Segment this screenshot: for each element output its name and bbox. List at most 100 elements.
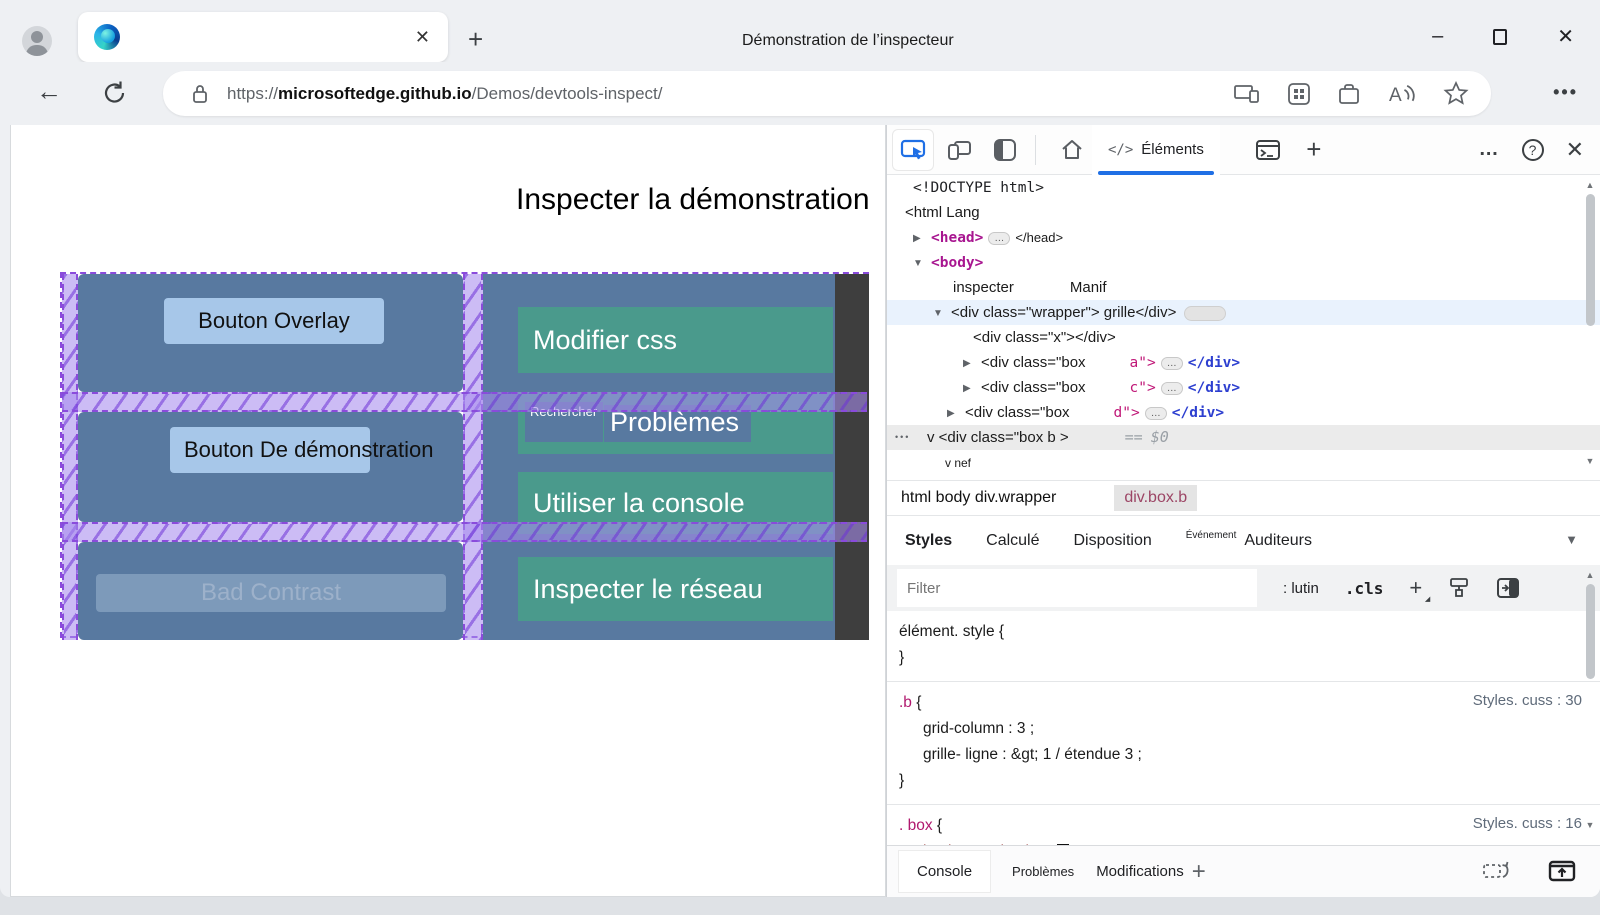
- tab-styles[interactable]: Styles: [905, 531, 953, 550]
- scroll-down-icon[interactable]: ▼: [1585, 456, 1595, 466]
- css-declaration[interactable]: background-color:#444;: [899, 839, 1600, 845]
- url-domain: microsoftedge.github.io: [278, 83, 472, 103]
- rule-b[interactable]: .b { Styles. cuss : 30 grid-column : 3 ;…: [887, 682, 1600, 805]
- read-aloud-icon[interactable]: A: [1387, 82, 1417, 106]
- help-icon[interactable]: ?: [1521, 138, 1544, 161]
- new-style-rule-button[interactable]: +: [1409, 575, 1430, 603]
- dom-row[interactable]: <html Lang: [887, 200, 1600, 225]
- styles-scrollbar[interactable]: ▲ ▼: [1582, 570, 1598, 840]
- add-tool-button[interactable]: +: [1306, 134, 1322, 164]
- titlebar: ✕ + Démonstration de l’inspecteur – ✕: [0, 0, 1600, 62]
- collapse-icon[interactable]: ▼: [933, 307, 943, 319]
- expand-icon[interactable]: ▶: [963, 382, 971, 394]
- apps-grid-icon[interactable]: [1287, 82, 1311, 106]
- collections-icon[interactable]: [1337, 82, 1361, 106]
- expand-icon[interactable]: ▶: [963, 357, 971, 369]
- toolbar-divider: [1035, 134, 1036, 165]
- rule-box[interactable]: . box { Styles. cuss : 16 background-col…: [887, 805, 1600, 845]
- brace: {: [932, 817, 943, 834]
- scroll-up-icon[interactable]: ▲: [1585, 180, 1595, 190]
- dom-scrollbar[interactable]: ▲ ▼: [1582, 180, 1598, 480]
- browser-tab[interactable]: ✕: [78, 12, 448, 62]
- styles-filter-input[interactable]: [897, 569, 1257, 607]
- tab-close-icon[interactable]: ✕: [414, 26, 430, 47]
- home-button[interactable]: [1052, 130, 1092, 170]
- breadcrumb-selected[interactable]: div.box.b: [1114, 485, 1198, 511]
- bad-contrast-button[interactable]: Bad Contrast: [96, 574, 446, 612]
- network-button[interactable]: Inspecter le réseau: [518, 557, 833, 621]
- settings-more-icon[interactable]: •••: [1553, 82, 1578, 102]
- close-window-button[interactable]: ✕: [1557, 26, 1574, 48]
- lock-icon: [193, 84, 207, 103]
- indent: [887, 266, 913, 267]
- console-tool-button[interactable]: [1248, 130, 1288, 170]
- ellipsis-pill-icon: …: [1144, 406, 1167, 420]
- profile-avatar[interactable]: [22, 26, 52, 56]
- device-refresh-icon[interactable]: [1482, 858, 1512, 884]
- color-swatch[interactable]: [1057, 844, 1070, 845]
- paint-format-icon[interactable]: [1448, 576, 1470, 600]
- dom-row[interactable]: v nef: [887, 450, 1600, 475]
- address-bar[interactable]: https://microsoftedge.github.io/Demos/de…: [163, 71, 1491, 116]
- new-tab-button[interactable]: +: [468, 24, 484, 54]
- scroll-thumb[interactable]: [1585, 584, 1595, 679]
- expand-icon[interactable]: ▶: [947, 407, 955, 419]
- class-toggle[interactable]: .cls: [1344, 578, 1384, 598]
- dom-row[interactable]: <!DOCTYPE html>: [887, 175, 1600, 200]
- maximize-button[interactable]: [1493, 28, 1508, 45]
- scroll-up-icon[interactable]: ▲: [1585, 570, 1595, 580]
- pseudo-state-toggle[interactable]: : lutin: [1283, 579, 1319, 597]
- stylesheet-link[interactable]: Styles. cuss : 16: [1472, 815, 1582, 832]
- close-devtools-button[interactable]: ✕: [1565, 136, 1584, 162]
- dom-row[interactable]: •••v <div class="box b >==$0: [887, 425, 1600, 450]
- back-button[interactable]: ←: [36, 76, 62, 106]
- open-drawer-icon[interactable]: [1548, 858, 1576, 884]
- drawer-tab-problmes[interactable]: Problèmes: [1012, 864, 1075, 879]
- dom-row[interactable]: ▼<body>: [887, 250, 1600, 275]
- drawer-tab-modifications[interactable]: Modifications: [1096, 863, 1184, 880]
- grid-gutter-row-2: [62, 522, 867, 542]
- css-declaration[interactable]: grille- ligne : &gt; 1 / étendue 3 ;: [923, 746, 1142, 763]
- edit-css-button[interactable]: Modifier css: [518, 307, 833, 373]
- devtools-more-icon[interactable]: …: [1478, 138, 1500, 160]
- overlay-button[interactable]: Bouton Overlay: [164, 298, 384, 344]
- tab-calcul[interactable]: Calculé: [986, 531, 1040, 549]
- breadcrumb-path[interactable]: html body div.wrapper: [901, 489, 1057, 506]
- tab-disposition[interactable]: Disposition: [1073, 531, 1152, 549]
- box-a: Bouton Overlay: [78, 274, 463, 392]
- dock-side-button[interactable]: [985, 130, 1025, 170]
- dom-row[interactable]: ▶<head>…</head>: [887, 225, 1600, 250]
- css-declaration[interactable]: grid-column : 3 ;: [923, 720, 1035, 737]
- scroll-down-icon[interactable]: ▼: [1585, 820, 1595, 830]
- indent: [887, 391, 963, 392]
- tab-auditeurs[interactable]: Auditeurs: [1244, 531, 1312, 549]
- inspect-element-button[interactable]: [893, 129, 933, 170]
- devices-icon[interactable]: [1233, 82, 1261, 106]
- demo-button[interactable]: Bouton De démonstration: [170, 427, 434, 473]
- scroll-thumb[interactable]: [1585, 194, 1595, 326]
- tab-vnement[interactable]: Événement: [1185, 530, 1237, 541]
- more-actions-icon[interactable]: •••: [895, 432, 911, 442]
- dom-row[interactable]: ▼<div class="wrapper"> grille</div>: [887, 300, 1600, 325]
- refresh-button[interactable]: [100, 78, 130, 108]
- indent: [887, 466, 945, 467]
- computed-sidebar-toggle-icon[interactable]: [1496, 577, 1520, 599]
- inline-style-rule[interactable]: élément. style { }: [887, 611, 1600, 682]
- styles-filter-row: : lutin .cls +: [887, 565, 1600, 611]
- drawer-add-tab-button[interactable]: +: [1191, 857, 1206, 885]
- chevron-down-icon[interactable]: ▼: [1565, 532, 1578, 547]
- minimize-button[interactable]: –: [1432, 25, 1444, 47]
- url-text[interactable]: https://microsoftedge.github.io/Demos/de…: [227, 84, 663, 104]
- drawer-tab-console[interactable]: Console: [899, 851, 991, 892]
- device-emulation-button[interactable]: [939, 130, 979, 170]
- collapse-icon[interactable]: ▼: [913, 257, 923, 269]
- favorite-star-icon[interactable]: [1443, 81, 1469, 106]
- dom-row[interactable]: <div class="x"></div>: [887, 325, 1600, 350]
- stylesheet-link[interactable]: Styles. cuss : 30: [1472, 692, 1582, 709]
- tab-elements[interactable]: </> Éléments: [1092, 124, 1220, 175]
- expand-icon[interactable]: ▶: [913, 232, 921, 244]
